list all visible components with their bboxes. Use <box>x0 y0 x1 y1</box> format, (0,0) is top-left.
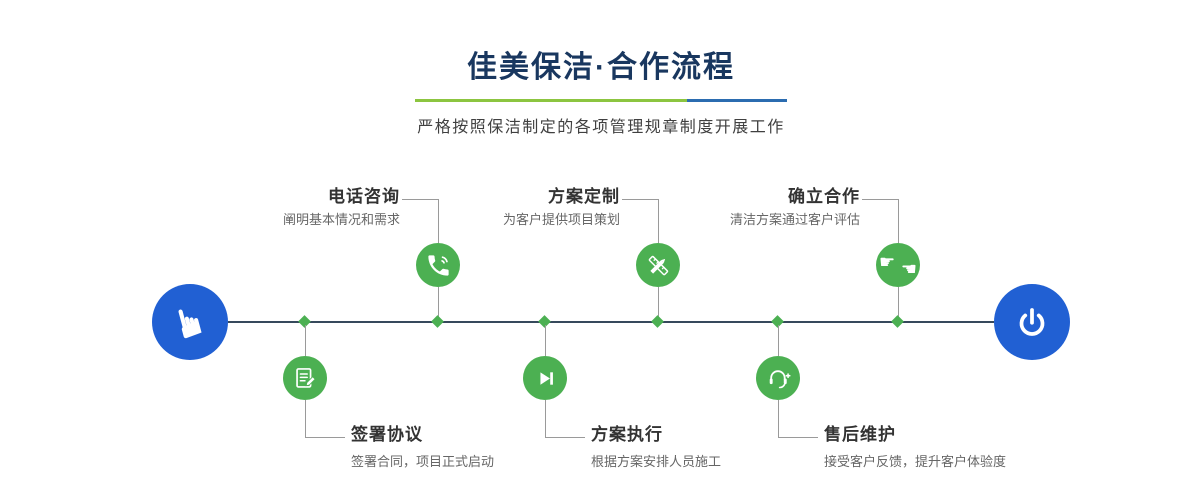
connector-line <box>438 287 439 318</box>
design-tools-icon <box>648 255 668 275</box>
connector-line <box>778 400 779 438</box>
power-icon <box>1019 308 1045 336</box>
timeline-start-node: ☛ <box>152 284 228 360</box>
step-title: 签署协议 <box>351 425 423 444</box>
connector-line <box>545 437 585 438</box>
connector-line <box>658 199 659 243</box>
connector-line <box>778 437 818 438</box>
underline-green-segment <box>415 99 687 102</box>
handshake-icon: ☛ ☚ <box>876 243 920 287</box>
step-title: 电话咨询 <box>328 187 400 206</box>
connector-line <box>778 325 779 356</box>
step-text: 确立合作 清洁方案通过客户评估 <box>730 186 860 229</box>
step-desc: 根据方案安排人员施工 <box>591 454 722 469</box>
step-text: 签署协议 签署合同，项目正式启动 <box>351 424 494 471</box>
step-text: 方案执行 根据方案安排人员施工 <box>591 424 721 471</box>
step-desc: 为客户提供项目策划 <box>502 212 620 227</box>
headset-icon <box>769 369 791 388</box>
connector-line <box>658 287 659 318</box>
title-underline <box>415 99 787 102</box>
step-circle <box>416 243 460 287</box>
play-icon <box>539 371 553 385</box>
page-subtitle: 严格按照保洁制定的各项管理规章制度开展工作 <box>417 119 785 136</box>
step-desc: 接受客户反馈，提升客户体验度 <box>824 454 1007 469</box>
timeline-axis <box>228 321 994 323</box>
step-title: 售后维护 <box>824 425 896 444</box>
step-circle <box>523 356 567 400</box>
step-title: 确立合作 <box>788 187 860 206</box>
connector-line <box>305 400 306 438</box>
step-circle <box>636 243 680 287</box>
phone-icon <box>427 254 449 276</box>
connector-line <box>622 199 658 200</box>
step-text: 售后维护 接受客户反馈，提升客户体验度 <box>824 424 1006 471</box>
step-desc: 签署合同，项目正式启动 <box>351 454 495 469</box>
connector-line <box>898 199 899 243</box>
page-title: 佳美保洁·合作流程 <box>467 51 735 84</box>
step-text: 电话咨询 阐明基本情况和需求 <box>283 186 400 229</box>
step-title: 方案执行 <box>591 425 663 444</box>
contract-icon <box>295 367 316 388</box>
hand-right-glyph: ☛ <box>879 252 896 272</box>
connector-line <box>545 325 546 356</box>
connector-line <box>898 287 899 318</box>
connector-line <box>402 199 438 200</box>
connector-line <box>305 325 306 356</box>
step-desc: 阐明基本情况和需求 <box>282 212 400 227</box>
step-circle <box>756 356 800 400</box>
step-circle: ☛ ☚ <box>876 243 920 287</box>
header: 佳美保洁·合作流程 严格按照保洁制定的各项管理规章制度开展工作 <box>0 42 1202 137</box>
step-circle <box>283 356 327 400</box>
step-text: 方案定制 为客户提供项目策划 <box>503 186 620 229</box>
hand-left-glyph: ☚ <box>900 259 917 279</box>
connector-line <box>438 199 439 243</box>
step-title: 方案定制 <box>548 187 620 206</box>
underline-blue-segment <box>687 99 787 102</box>
connector-line <box>305 437 345 438</box>
connector-line <box>862 199 898 200</box>
step-desc: 清洁方案通过客户评估 <box>729 212 860 227</box>
timeline-end-node <box>994 284 1070 360</box>
connector-line <box>545 400 546 438</box>
